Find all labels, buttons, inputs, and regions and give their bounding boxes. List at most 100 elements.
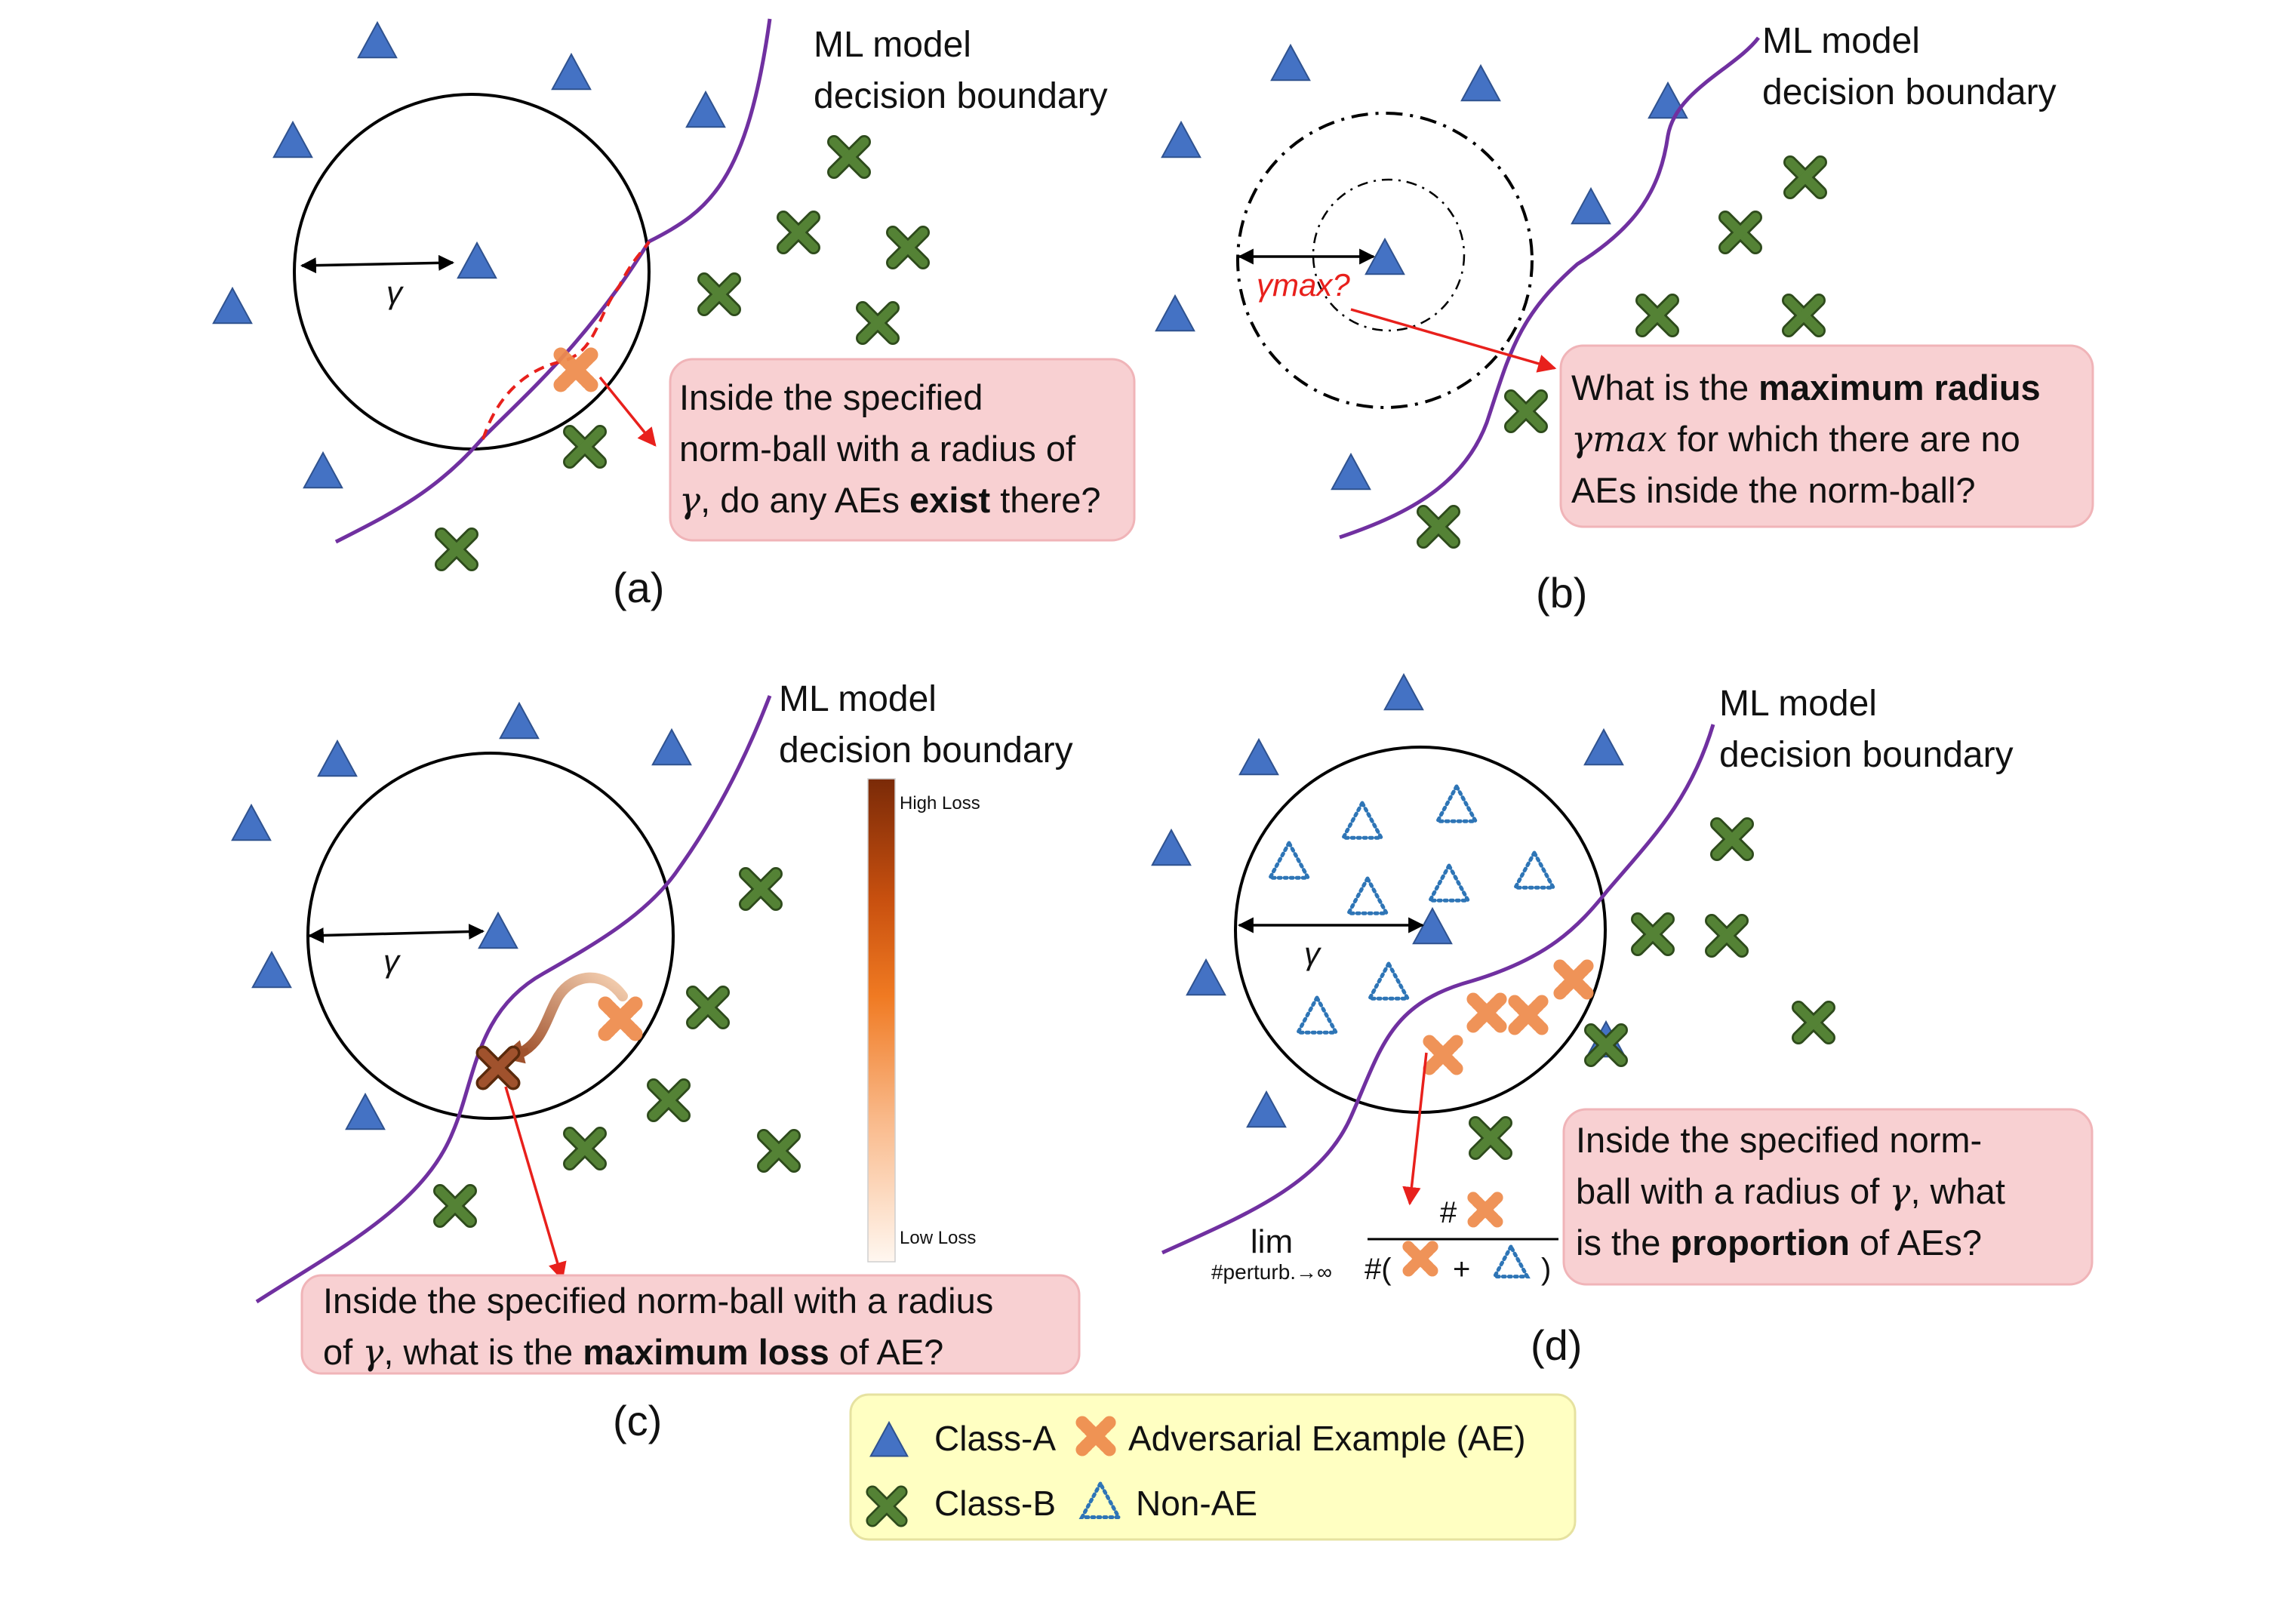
ae-blob-icon <box>1508 995 1549 1035</box>
colorbar-high-label: High Loss <box>900 793 980 814</box>
colorbar-low-label: Low Loss <box>900 1228 976 1248</box>
class-b-points <box>1469 817 1835 1160</box>
class-a-points <box>212 20 726 489</box>
legend-class-a: Class-A <box>934 1419 1056 1458</box>
dotted-triangle-icon <box>1434 782 1479 823</box>
radius-symbol: γ <box>383 943 401 979</box>
panel-label: (d) <box>1531 1321 1582 1369</box>
ae-blob-icon <box>1467 1192 1503 1228</box>
triangle-icon <box>499 701 540 740</box>
boundary-label: ML model decision boundary <box>1762 21 2057 112</box>
ae-blob-icon <box>553 347 598 392</box>
ae-blob-icon <box>1423 1035 1463 1075</box>
radius-symbol: γ <box>1304 936 1321 971</box>
triangle-icon <box>317 739 358 777</box>
non-ae-points <box>1266 782 1557 1035</box>
cross-icon <box>1631 912 1675 956</box>
formula-den-close: ) <box>1541 1253 1551 1286</box>
triangle-icon <box>1571 186 1611 225</box>
triangle-icon <box>869 1420 909 1457</box>
triangle-icon <box>1331 452 1371 491</box>
triangle-icon <box>1383 672 1424 711</box>
cross-icon <box>777 211 820 254</box>
dotted-triangle-icon <box>1266 838 1312 880</box>
cross-icon <box>563 1127 607 1170</box>
ae-blob-icon <box>1402 1241 1438 1277</box>
pointer-arrow <box>598 376 657 447</box>
cross-icon <box>697 272 741 316</box>
panel-label: (a) <box>613 564 664 611</box>
cross-icon <box>1782 294 1826 337</box>
dotted-triangle-icon <box>1078 1479 1122 1520</box>
max-loss-cross-icon <box>475 1045 521 1090</box>
cross-icon <box>1718 211 1762 254</box>
cross-icon <box>1504 389 1548 433</box>
question-text: Inside the specified norm-ball with a ra… <box>1576 1120 2005 1263</box>
triangle-icon <box>1648 81 1688 119</box>
pointer-arrow <box>504 1086 567 1281</box>
cross-icon <box>1710 817 1754 861</box>
triangle-icon <box>212 286 253 324</box>
dotted-triangle-icon <box>1340 798 1385 840</box>
cross-icon <box>1783 155 1827 199</box>
dotted-triangle-icon <box>1512 848 1557 890</box>
triangle-icon <box>357 20 398 59</box>
question-bubble <box>1562 1108 2094 1286</box>
triangle-icon <box>303 451 343 489</box>
cross-icon <box>686 986 730 1029</box>
loss-colorbar <box>867 778 896 1263</box>
inner-norm-ball <box>1312 178 1466 332</box>
legend-non-ae: Non-AE <box>1136 1484 1257 1523</box>
ae-blob-icon <box>1553 959 1594 1000</box>
panel-c: γ ML model decision boundary High Loss L… <box>231 679 1081 1444</box>
cross-icon <box>433 1184 477 1228</box>
ae-blob-icon <box>1402 1241 1438 1277</box>
triangle-icon <box>869 1420 909 1457</box>
panel-label: (b) <box>1536 569 1587 617</box>
cross-icon <box>647 1078 691 1122</box>
panel-label: (c) <box>613 1397 662 1444</box>
triangle-icon <box>1151 828 1192 866</box>
boundary-label: ML model decision boundary <box>814 25 1108 116</box>
adversarial-boundary <box>482 240 651 440</box>
legend-box <box>849 1393 1577 1541</box>
boundary-label: ML model decision boundary <box>1719 684 2014 775</box>
cross-icon <box>739 867 783 911</box>
panel-a: γ ML model decision boundary Inside the … <box>212 18 1136 611</box>
triangle-icon <box>1161 120 1201 158</box>
radius-symbol: γmax? <box>1257 267 1350 303</box>
panel-b: γmax? ML model decision boundary What is… <box>1155 21 2094 617</box>
cross-icon <box>1469 1116 1512 1160</box>
radius-symbol: γ <box>386 275 404 310</box>
cross-icon <box>563 425 607 469</box>
ae-blob-icon <box>1075 1416 1116 1456</box>
cross-icon <box>435 527 478 571</box>
triangle-icon <box>251 950 292 989</box>
proportion-formula: lim #perturb.→∞ # #( + ) <box>1211 1192 1558 1286</box>
formula-subscript: #perturb.→∞ <box>1211 1260 1332 1284</box>
pointer-arrow <box>1402 1052 1428 1206</box>
panel-d: γ ML model decision boundary lim #pertur… <box>1151 672 2094 1369</box>
question-text: Inside the specified norm-ball with a ra… <box>323 1281 993 1373</box>
decision-boundary <box>1339 36 1760 540</box>
triangle-icon <box>1583 727 1624 766</box>
gradient-trail <box>515 972 628 1058</box>
dotted-triangle-icon <box>1366 959 1411 1001</box>
decision-boundary <box>255 695 772 1304</box>
triangle-icon <box>272 120 313 158</box>
cross-icon <box>1635 294 1679 337</box>
legend: Class-A Class-B Adversarial Example (AE)… <box>849 1393 1577 1541</box>
ae-blob-icon <box>1467 1192 1503 1228</box>
cross-icon <box>827 135 871 179</box>
dotted-triangle-icon <box>1491 1242 1531 1279</box>
decision-boundary <box>334 18 772 544</box>
triangle-icon <box>457 241 497 279</box>
question-bubble <box>1559 344 2094 528</box>
ae-blob-icon <box>1075 1416 1116 1456</box>
triangle-icon <box>651 727 692 766</box>
triangle-icon <box>685 90 726 128</box>
dotted-triangle-icon <box>1345 874 1390 915</box>
